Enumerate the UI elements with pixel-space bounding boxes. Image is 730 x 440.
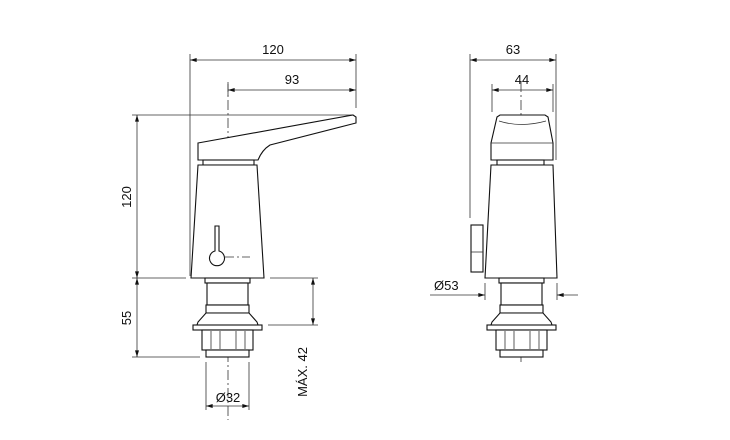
dim-max-thickness: MÁX. 42 [295, 347, 310, 397]
dim-height-body: 120 [119, 186, 134, 208]
indicator-icon [208, 225, 226, 267]
dim-width-total: 63 [506, 42, 520, 57]
side-lever [470, 224, 484, 273]
dim-width-total: 120 [262, 42, 284, 57]
dim-width-knob: 44 [515, 72, 529, 87]
tap-body [190, 164, 265, 279]
dim-width-spout: 93 [285, 72, 299, 87]
dim-height-base: 55 [119, 311, 134, 325]
dim-body-diameter: Ø53 [434, 278, 459, 293]
lever-handle [197, 114, 357, 161]
front-view: 63 44 Ø53 [430, 42, 578, 362]
side-view: 120 93 120 55 MÁX. 42 Ø32 [119, 42, 357, 420]
tap-body [484, 164, 558, 279]
dim-thread-diameter: Ø32 [216, 390, 241, 405]
